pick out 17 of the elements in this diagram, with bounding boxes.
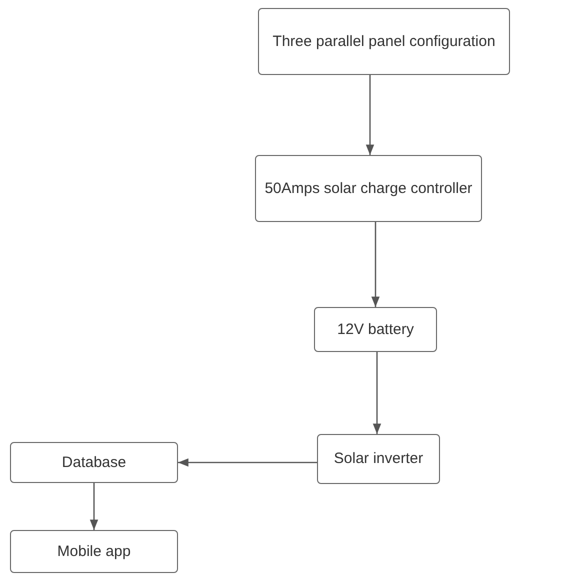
arrow — [372, 352, 382, 434]
process-box — [10, 530, 178, 573]
box-label: Three parallel panel configuration — [272, 32, 496, 52]
box-label: Mobile app — [57, 542, 131, 562]
process-box — [258, 8, 510, 75]
box-label: 12V battery — [337, 320, 414, 340]
arrow — [366, 75, 374, 155]
process-box — [314, 307, 437, 352]
box-label: Database — [62, 452, 126, 472]
arrow — [178, 458, 317, 467]
process-box — [255, 155, 482, 222]
process-box — [10, 442, 178, 483]
box-label: 50Amps solar charge controller — [264, 178, 472, 198]
arrow — [371, 222, 380, 307]
arrow — [90, 483, 98, 530]
box-label: Solar inverter — [334, 449, 424, 469]
process-box — [317, 434, 440, 484]
